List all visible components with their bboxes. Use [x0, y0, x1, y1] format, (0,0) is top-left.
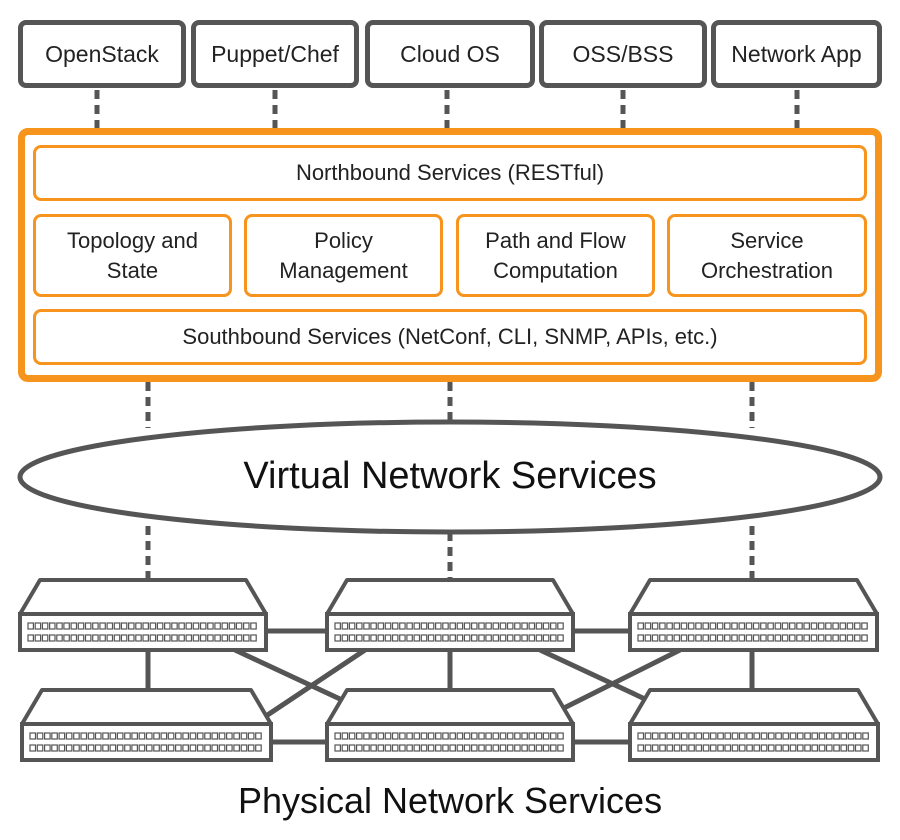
module-policy-management: Policy Management — [244, 214, 443, 297]
switch-bottom-left — [20, 688, 273, 762]
module-service-orchestration: Service Orchestration — [667, 214, 867, 297]
southbound-services: Southbound Services (NetConf, CLI, SNMP,… — [33, 309, 867, 365]
virtual-to-physical-connectors — [145, 526, 755, 580]
app-openstack: OpenStack — [18, 20, 186, 88]
app-network-app: Network App — [711, 20, 882, 88]
app-connectors — [94, 90, 800, 128]
app-oss-bss: OSS/BSS — [539, 20, 707, 88]
switch-top-center — [325, 578, 575, 652]
physical-switches — [18, 578, 880, 762]
northbound-services: Northbound Services (RESTful) — [33, 145, 867, 201]
module-topology-state: Topology and State — [33, 214, 232, 297]
app-cloud-os: Cloud OS — [365, 20, 535, 88]
virtual-network-ellipse — [17, 419, 883, 535]
physical-network-services-label: Physical Network Services — [237, 780, 663, 821]
switch-top-left — [18, 578, 268, 652]
app-puppet-chef: Puppet/Chef — [191, 20, 359, 88]
controller-to-virtual-connectors — [145, 382, 755, 428]
switch-bottom-center — [325, 688, 575, 762]
virtual-network-services-label: Virtual Network Services — [243, 455, 657, 497]
switch-top-right — [628, 578, 879, 652]
module-path-flow-computation: Path and Flow Computation — [456, 214, 655, 297]
switch-bottom-right — [628, 688, 880, 762]
